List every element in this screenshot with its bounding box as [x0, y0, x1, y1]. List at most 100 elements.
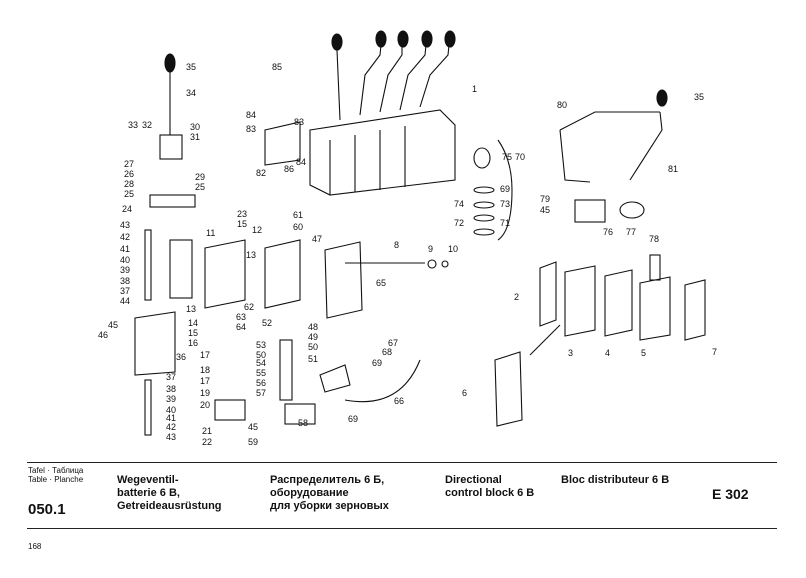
callout-number: 40 [120, 255, 130, 265]
callout-number: 38 [120, 276, 130, 286]
title-german-line3: Getreideausrüstung [117, 500, 222, 512]
callout-number: 31 [190, 132, 200, 142]
callout-number: 69 [372, 358, 382, 368]
title-english-line1: Directional [445, 474, 502, 486]
callout-number: 80 [557, 100, 567, 110]
callout-number: 3 [568, 348, 573, 358]
title-german: Wegeventil- batterie 6 B, Getreideausrüs… [117, 474, 222, 513]
callout-number: 12 [252, 225, 262, 235]
callout-number: 33 [128, 120, 138, 130]
callout-number: 49 [308, 332, 318, 342]
callout-number: 85 [272, 62, 282, 72]
callout-number: 17 [200, 350, 210, 360]
callout-number: 25 [124, 189, 134, 199]
callout-number: 43 [120, 220, 130, 230]
title-russian-line2: оборудование [270, 487, 349, 499]
callout-number: 52 [262, 318, 272, 328]
callout-number: 37 [120, 286, 130, 296]
callout-number: 39 [166, 394, 176, 404]
callout-number: 65 [376, 278, 386, 288]
callout-number: 83 [246, 124, 256, 134]
callout-number: 64 [236, 322, 246, 332]
title-russian-line3: для уборки зерновых [270, 500, 389, 512]
callout-number: 55 [256, 368, 266, 378]
title-german-line1: Wegeventil- [117, 474, 179, 486]
callout-number: 56 [256, 378, 266, 388]
callout-number: 68 [382, 347, 392, 357]
callout-number: 63 [236, 312, 246, 322]
callout-number: 5 [641, 348, 646, 358]
callout-number: 81 [668, 164, 678, 174]
callout-number: 8 [394, 240, 399, 250]
callout-number: 71 [500, 218, 510, 228]
callout-number: 72 [454, 218, 464, 228]
callout-number: 41 [120, 244, 130, 254]
top-rule [27, 462, 777, 463]
callout-number: 21 [202, 426, 212, 436]
bottom-rule [27, 528, 777, 529]
callout-number: 46 [98, 330, 108, 340]
title-english: Directional control block 6 B [445, 474, 534, 500]
callout-number: 25 [195, 182, 205, 192]
callout-number: 22 [202, 437, 212, 447]
tafel-label: Tafel · Таблица Table · Planche [28, 466, 83, 484]
callout-number: 29 [195, 172, 205, 182]
callout-number: 69 [500, 184, 510, 194]
callout-number: 75 [502, 152, 512, 162]
callout-number: 41 [166, 413, 176, 423]
callout-number: 39 [120, 265, 130, 275]
callout-number: 50 [308, 342, 318, 352]
callout-number: 32 [142, 120, 152, 130]
callout-number: 24 [122, 204, 132, 214]
callout-number: 7 [712, 347, 717, 357]
callout-number: 42 [120, 232, 130, 242]
callout-number: 66 [394, 396, 404, 406]
callout-number: 79 [540, 194, 550, 204]
tafel-label-line2: Table · Planche [28, 475, 84, 484]
callout-number: 15 [237, 219, 247, 229]
callout-number: 36 [176, 352, 186, 362]
callout-number: 83 [294, 117, 304, 127]
callout-number: 14 [188, 318, 198, 328]
table-number: 050.1 [28, 501, 66, 518]
callout-number: 35 [186, 62, 196, 72]
callout-number: 28 [124, 179, 134, 189]
tafel-label-line1: Tafel · Таблица [28, 466, 84, 475]
callout-number: 35 [694, 92, 704, 102]
callout-number: 60 [293, 222, 303, 232]
callout-number: 67 [388, 338, 398, 348]
callout-number: 20 [200, 400, 210, 410]
callout-number: 23 [237, 209, 247, 219]
callout-number: 70 [515, 152, 525, 162]
callout-number: 51 [308, 354, 318, 364]
title-french: Bloc distributeur 6 B [561, 474, 670, 486]
callout-number: 37 [166, 372, 176, 382]
callout-number: 6 [462, 388, 467, 398]
callout-number: 47 [312, 234, 322, 244]
title-russian-line1: Распределитель 6 Б, [270, 474, 385, 486]
callout-number: 27 [124, 159, 134, 169]
callout-number: 57 [256, 388, 266, 398]
callout-number: 74 [454, 199, 464, 209]
callout-number: 11 [206, 228, 215, 238]
callout-number: 2 [514, 292, 519, 302]
callout-number: 19 [200, 388, 210, 398]
callout-number: 43 [166, 432, 176, 442]
callout-number: 13 [246, 250, 256, 260]
callout-number: 40 [166, 405, 176, 415]
callout-number: 34 [186, 88, 196, 98]
callout-number: 54 [256, 358, 266, 368]
callout-number: 69 [348, 414, 358, 424]
callout-number: 45 [540, 205, 550, 215]
callout-number: 9 [428, 244, 433, 254]
callout-number: 4 [605, 348, 610, 358]
callout-number: 45 [248, 422, 258, 432]
callout-number: 16 [188, 338, 198, 348]
callout-number: 59 [248, 437, 258, 447]
callout-number: 13 [186, 304, 196, 314]
title-german-line2: batterie 6 B, [117, 487, 180, 499]
callout-number: 18 [200, 365, 210, 375]
callout-number: 45 [108, 320, 118, 330]
document-code: E 302 [712, 486, 749, 502]
